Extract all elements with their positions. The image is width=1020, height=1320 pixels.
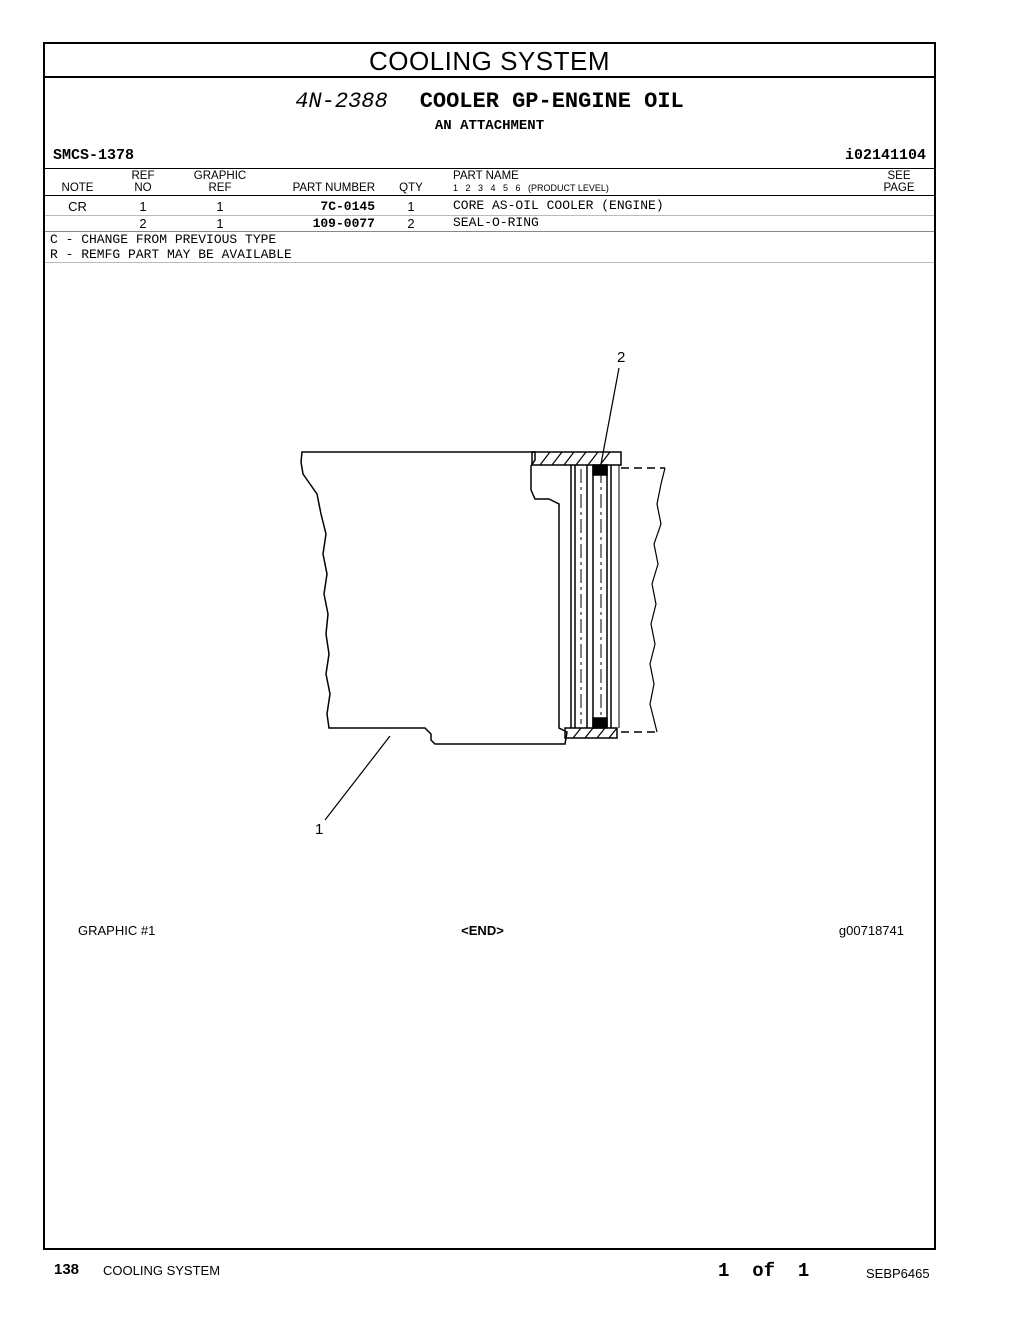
row1-qty: 1 [407, 199, 415, 214]
callout-1: 1 [315, 821, 323, 838]
footer-page-number: 138 [54, 1261, 80, 1278]
footer-page-count: 1 of 1 [718, 1260, 810, 1282]
group-heading: 4N-2388 COOLER GP-ENGINE OIL [45, 89, 934, 114]
header-ref-no-2: NO [134, 182, 152, 194]
smcs-code: SMCS-1378 [53, 147, 135, 164]
header-product-level: 1 2 3 4 5 6 (PRODUCT LEVEL) [453, 183, 609, 193]
header-part-number: PART NUMBER [292, 182, 375, 194]
footer-publication: SEBP6465 [866, 1266, 930, 1281]
row1-note: CR [68, 199, 87, 214]
row1-part-name: CORE AS-OIL COOLER (ENGINE) [453, 198, 664, 213]
header-part-name: PART NAME [453, 170, 519, 182]
page-frame: COOLING SYSTEM 4N-2388 COOLER GP-ENGINE O… [43, 42, 936, 1250]
footer-section: COOLING SYSTEM [103, 1263, 221, 1278]
row1-graphic-ref: 1 [216, 199, 224, 214]
header-rule [45, 195, 934, 196]
row2-ref-no: 2 [139, 216, 147, 231]
note-change: C - CHANGE FROM PREVIOUS TYPE [50, 232, 277, 247]
graphic-id: g00718741 [838, 923, 904, 938]
seal-top [592, 464, 608, 476]
callout-2: 2 [617, 349, 625, 366]
section-title: COOLING SYSTEM [45, 44, 934, 78]
cooler-core-graphic: 2 1 [300, 349, 666, 838]
row2-qty: 2 [407, 216, 415, 231]
header-plate-bottom [564, 727, 618, 739]
table-bottom-rule [45, 231, 934, 232]
header-see-page-2: PAGE [883, 182, 915, 194]
row2-graphic-ref: 1 [216, 216, 224, 231]
row1-rule [45, 215, 934, 216]
end-marker: <END> [461, 923, 504, 938]
header-see-page-1: SEE [887, 170, 911, 182]
row1-part-number: 7C-0145 [320, 199, 375, 214]
table-top-rule [45, 168, 934, 169]
header-graphic-ref-1: GRAPHIC [193, 170, 247, 182]
group-number: 4N-2388 [295, 89, 388, 114]
group-subtitle: AN ATTACHMENT [434, 118, 545, 134]
note-remfg: R - REMFG PART MAY BE AVAILABLE [50, 247, 292, 262]
header-note: NOTE [61, 182, 94, 194]
group-name: COOLER GP-ENGINE OIL [419, 89, 684, 114]
header-qty: QTY [399, 182, 423, 194]
row1-ref-no: 1 [139, 199, 147, 214]
core-outline [300, 451, 568, 745]
graphic-label: GRAPHIC #1 [78, 923, 156, 938]
row2-part-number: 109-0077 [312, 216, 375, 231]
notes-rule [45, 262, 934, 263]
seal-bottom [592, 717, 608, 729]
header-graphic-ref-2: REF [208, 182, 232, 194]
header-ref-no-1: REF [131, 170, 155, 182]
row2-part-name: SEAL-O-RING [453, 215, 539, 230]
info-id: i02141104 [844, 147, 926, 164]
